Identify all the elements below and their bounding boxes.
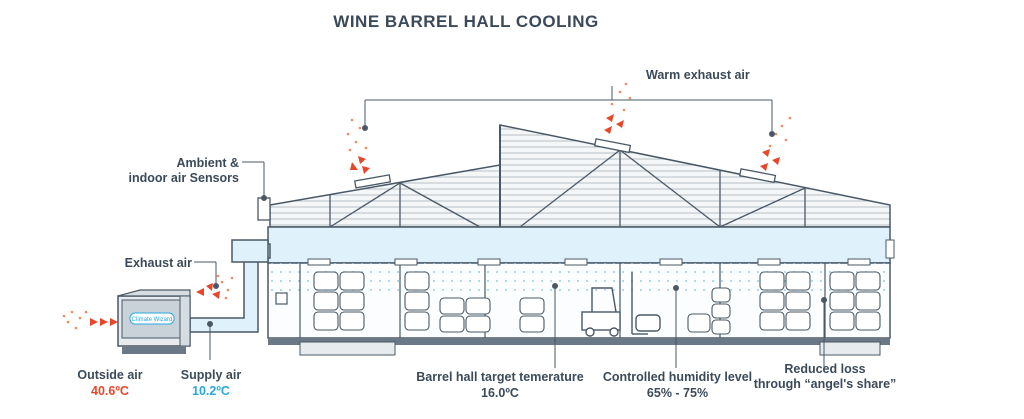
exhaust-air-particles (196, 274, 234, 300)
cooling-unit: Climate Wizard (117, 289, 191, 354)
supply-air-temp: 10.2ºC (192, 384, 230, 398)
outside-air-temp: 40.6ºC (91, 384, 129, 398)
barrel-stack-middle (404, 271, 545, 333)
callout-leaders (194, 86, 827, 368)
hall-floor (268, 338, 890, 345)
outside-air-arrows (62, 310, 118, 330)
outside-air-label: Outside air (77, 368, 143, 382)
sensors-label-line2: indoor air Sensors (128, 171, 239, 185)
hall-roof (269, 124, 891, 228)
sensor-unit (257, 197, 271, 221)
forklift (581, 272, 661, 337)
barrel-stack-right (759, 271, 881, 331)
supply-duct (189, 243, 271, 333)
unit-badge-text: Climate Wizard (132, 317, 173, 323)
humidity-range: 65% - 75% (646, 386, 709, 400)
page-title: WINE BARREL HALL COOLING (333, 12, 599, 31)
exhaust-air-label: Exhaust air (124, 256, 192, 270)
warm-exhaust-label: Warm exhaust air (646, 68, 750, 82)
angels-share-line2: through “angel's share” (753, 377, 897, 391)
indoor-sensor (275, 292, 288, 305)
humidity-label: Controlled humidity level (602, 370, 753, 384)
barrel-stack-left (313, 271, 365, 331)
sensors-label-line1: Ambient & (176, 156, 240, 170)
supply-air-label: Supply air (180, 368, 242, 382)
target-temp-value: 16.0ºC (481, 386, 519, 400)
cool-air-duct (267, 226, 891, 264)
warm-exhaust-plumes (346, 82, 792, 174)
angels-share-line1: Reduced loss (784, 362, 866, 376)
barrel-stack-center (687, 287, 731, 335)
target-temp-label: Barrel hall target temerature (416, 370, 584, 384)
